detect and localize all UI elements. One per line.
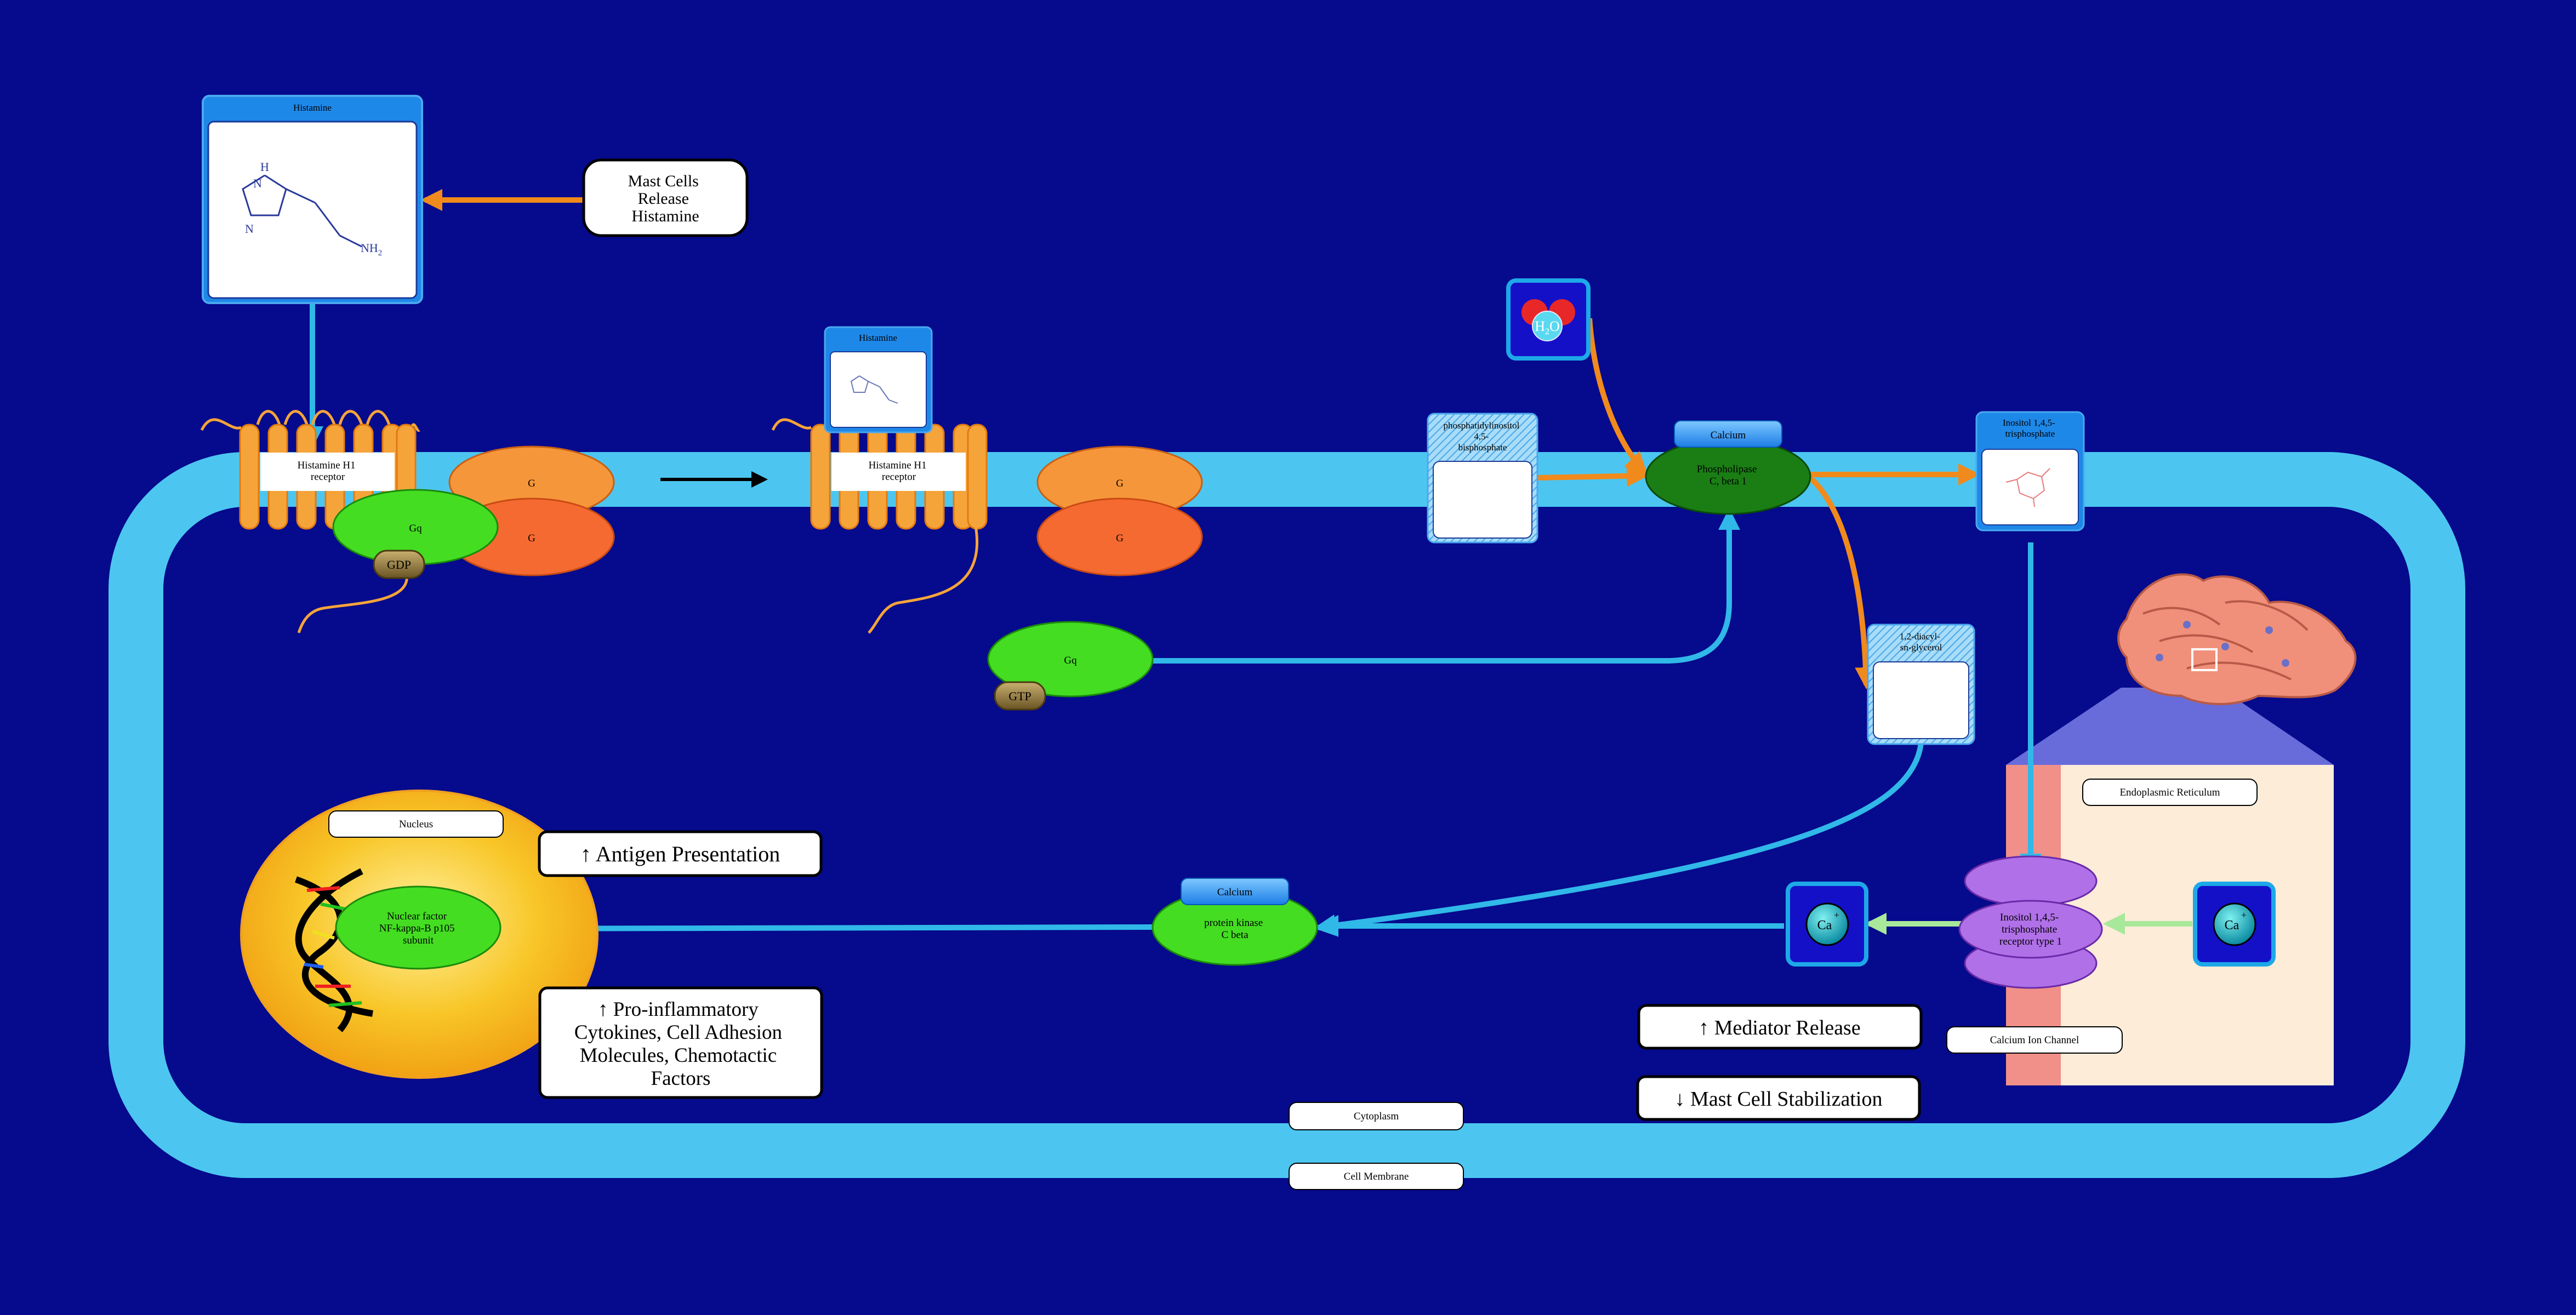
dag-box: 1,2-diacyl- sn-glycerol [1867, 624, 1975, 745]
histamine-bound-label: Histamine [859, 333, 897, 343]
cytoplasm-label-box [1289, 1102, 1464, 1130]
g-2b-label: G [1116, 533, 1124, 544]
mediator-text: ↑ Mediator Release [1699, 1016, 1860, 1039]
receptor-2-text: Histamine H1 receptor [869, 460, 930, 483]
water-label: H2O [1535, 318, 1560, 336]
phospholipase-c-beta-1: Calcium Phospholipase C, beta 1 [1645, 420, 1811, 515]
cell-membrane-label-box [1289, 1163, 1464, 1190]
antigen-text: ↑ Antigen Presentation [580, 842, 780, 866]
calcium-pkc-label: Calcium [1217, 887, 1253, 898]
stabilization-text: ↓ Mast Cell Stabilization [1675, 1088, 1883, 1111]
mediator-release-box: ↑ Mediator Release [1637, 1004, 1923, 1050]
nucleus-label: Nucleus [399, 819, 433, 830]
pip2-box: phosphatidylinositol 4,5- bisphosphate [1427, 413, 1538, 544]
plc-text: Phospholipase C, beta 1 [1697, 464, 1760, 487]
histamine-box-top: Histamine H N N NH2 [202, 95, 423, 304]
er-illustration [2117, 573, 2357, 705]
receptor-1-text: Histamine H1 receptor [298, 460, 358, 483]
mast-cells-text: Mast Cells Release Histamine [628, 172, 703, 225]
atom-h: H [260, 160, 269, 174]
arrows [301, 189, 2192, 940]
ca-right-label: Ca [2225, 918, 2239, 933]
ca-left-charge: + [1834, 910, 1839, 921]
proinflammatory-text: ↑ Pro-inflammatory Cytokines, Cell Adhes… [574, 998, 788, 1090]
proinflammatory-box: ↑ Pro-inflammatory Cytokines, Cell Adhes… [538, 986, 823, 1099]
g-protein-complex-2: G G [1036, 445, 1203, 576]
ip3-receptor-type-1: Inositol 1,4,5- trisphosphate receptor t… [1958, 855, 2103, 989]
atom-n-top: N [253, 176, 262, 190]
gdp-ball [373, 550, 425, 579]
dna-helix-icon [295, 868, 373, 1032]
ip3-box: Inositol 1,4,5- trisphosphate [1975, 411, 2085, 531]
er-label: Endoplasmic Reticulum [2119, 787, 2220, 798]
atom-n-bottom: N [245, 222, 254, 236]
gdp-label: GDP [387, 558, 411, 571]
ca-right-charge: + [2241, 910, 2247, 921]
ip3r-text: Inositol 1,4,5- trisphosphate receptor t… [1999, 912, 2062, 947]
pkc-text: protein kinase C beta [1204, 917, 1266, 941]
calcium-channel-label-box [1946, 1026, 2123, 1054]
ip3-text: Inositol 1,4,5- trisphosphate [2003, 418, 2058, 439]
gq-free: Gq GTP [987, 621, 1154, 711]
ca-left-label: Ca [1817, 918, 1832, 933]
g-1b-label: G [528, 533, 535, 544]
calcium-ion-left: Ca + [1786, 882, 1868, 967]
mast-cell-stabilization-box: ↓ Mast Cell Stabilization [1636, 1075, 1921, 1121]
antigen-presentation-box: ↑ Antigen Presentation [538, 830, 823, 877]
g-protein-complex-1: G G Gq GDP [332, 445, 615, 579]
endoplasmic-reticulum [2006, 573, 2357, 1085]
histamine-structure [242, 174, 362, 248]
cytoplasm-label: Cytoplasm [1354, 1111, 1399, 1122]
calcium-channel-label: Calcium Ion Channel [1990, 1034, 2079, 1046]
protein-kinase-c-beta: Calcium protein kinase C beta [1152, 878, 1318, 966]
gq-1-label: Gq [409, 523, 422, 534]
dag-text: 1,2-diacyl- sn-glycerol [1900, 631, 1942, 653]
nfkb-p105 [335, 885, 501, 970]
g-1a-label: G [528, 478, 535, 489]
cell-membrane-label: Cell Membrane [1344, 1171, 1409, 1182]
nucleus-label-box [328, 810, 504, 838]
mast-cells-box: Mast Cells Release Histamine [582, 158, 749, 237]
nucleus: Nuclear factor NF-kappa-B p105 subunit N… [240, 790, 599, 1079]
g-subunit-2b [1036, 498, 1203, 576]
nfkb-text: Nuclear factor NF-kappa-B p105 subunit [379, 911, 457, 946]
g-2a-label: G [1116, 478, 1124, 489]
er-label-box [2082, 779, 2258, 806]
calcium-plc-label: Calcium [1711, 430, 1746, 441]
gtp-label: GTP [1008, 689, 1031, 703]
pip2-text: phosphatidylinositol 4,5- bisphosphate [1443, 420, 1521, 453]
histamine-h1-receptor-2: Histamine H1 receptor Histamine [771, 326, 988, 634]
nh2-label: NH2 [361, 241, 382, 258]
water-molecule: H2O [1506, 278, 1591, 361]
cell-membrane [109, 452, 2465, 1178]
calcium-ion-right: Ca + [2193, 882, 2276, 967]
histamine-top-label: Histamine [293, 102, 332, 113]
gq-free-label: Gq [1064, 655, 1077, 666]
gtp-ball [994, 681, 1046, 711]
